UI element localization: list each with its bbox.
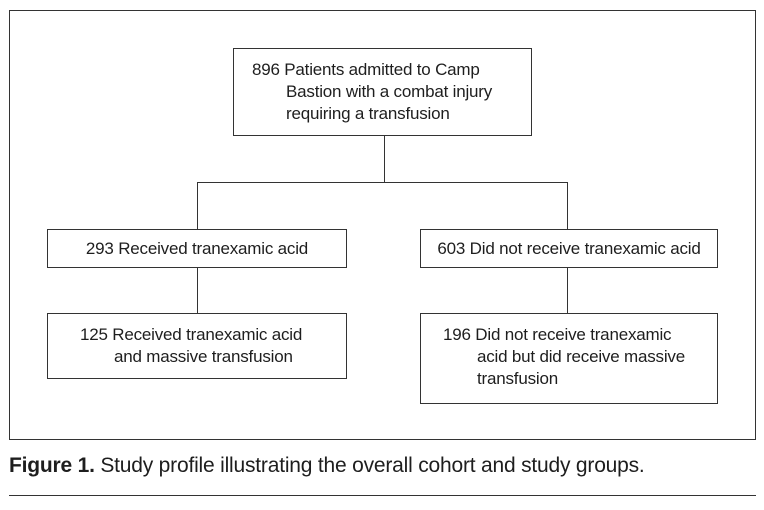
root-line-1: 896 Patients admitted to Camp xyxy=(252,60,480,79)
left-leaf-line-2: and massive transfusion xyxy=(114,347,293,366)
root-line-2: Bastion with a combat injury xyxy=(286,82,493,101)
caption-label: Figure 1. xyxy=(9,454,95,477)
figure-caption: Figure 1. Study profile illustrating the… xyxy=(9,452,645,480)
right-branch-node: 603 Did not receive tranexamic acid xyxy=(420,229,718,268)
right-leaf-line-3: transfusion xyxy=(477,369,558,388)
caption-text: Study profile illustrating the overall c… xyxy=(94,454,645,477)
root-node: 896 Patients admitted to Camp Bastion wi… xyxy=(233,48,532,136)
left-leaf-node: 125 Received tranexamic acid and massive… xyxy=(47,313,347,379)
left-leaf-line-1: 125 Received tranexamic acid xyxy=(80,325,303,344)
right-leaf-line-2: acid but did receive massive xyxy=(477,347,685,366)
left-branch-node: 293 Received tranexamic acid xyxy=(47,229,347,268)
right-leaf-line-1: 196 Did not receive tranexamic xyxy=(443,325,672,344)
bottom-rule xyxy=(9,495,756,496)
left-branch-label: 293 Received tranexamic acid xyxy=(85,238,309,258)
right-branch-label: 603 Did not receive tranexamic acid xyxy=(437,238,701,258)
figure-frame xyxy=(9,10,756,440)
root-line-3: requiring a transfusion xyxy=(286,104,450,123)
right-leaf-node: 196 Did not receive tranexamic acid but … xyxy=(420,313,718,404)
